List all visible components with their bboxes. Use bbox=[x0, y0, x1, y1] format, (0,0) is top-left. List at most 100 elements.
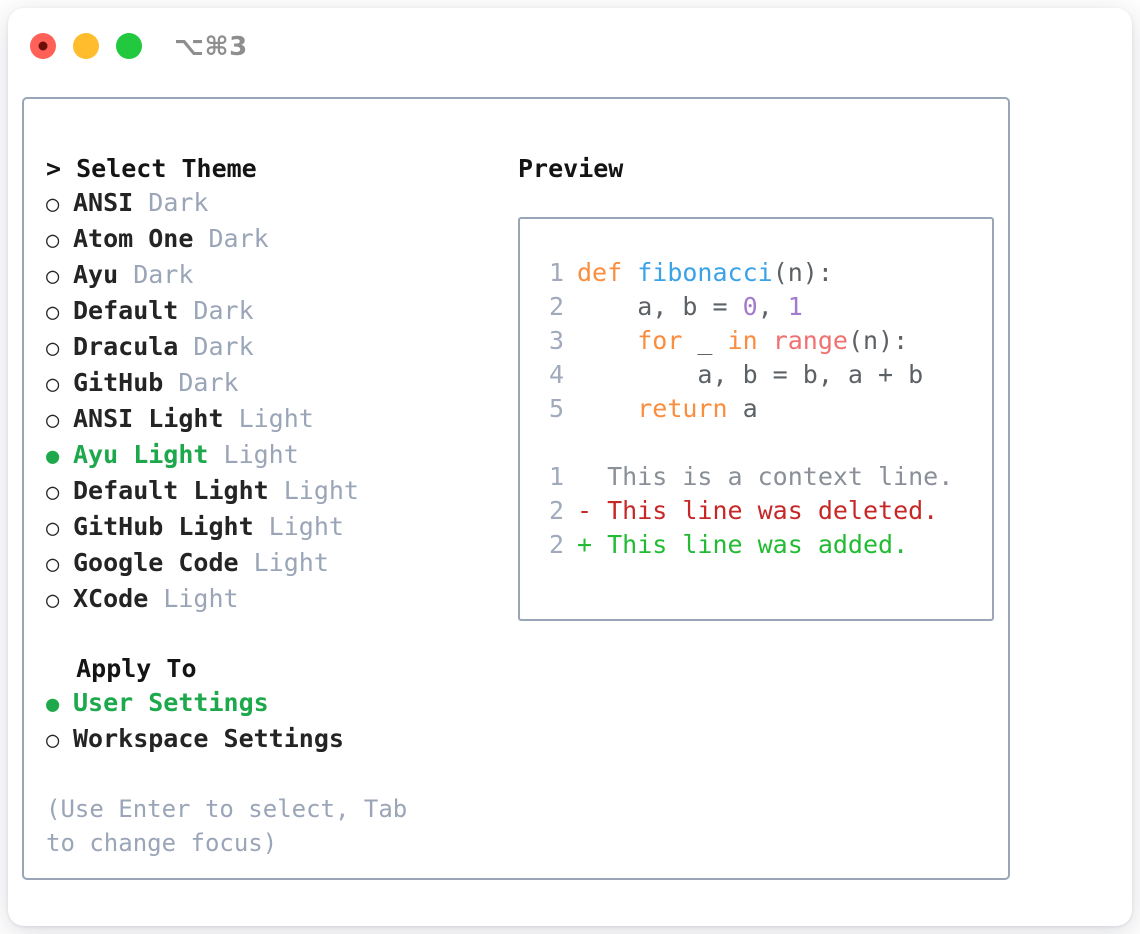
radio-unselected-icon: ○ bbox=[46, 336, 60, 361]
theme-option-github-light[interactable]: ○ GitHub Light Light bbox=[46, 510, 494, 546]
theme-option-default[interactable]: ○Default Dark bbox=[46, 294, 494, 330]
radio-selected-icon: ● bbox=[46, 692, 60, 717]
theme-option-atom-one[interactable]: ○ Atom One Dark bbox=[46, 222, 494, 258]
recording-indicator-icon bbox=[38, 41, 48, 51]
theme-option-ansi-light[interactable]: ○ANSI Light Light bbox=[46, 402, 494, 438]
theme-option-xcode[interactable]: ○XCode Light bbox=[46, 582, 494, 618]
code-token-pl: a, b = b, a + b bbox=[577, 360, 924, 389]
radio-unselected-icon: ○ bbox=[46, 372, 60, 397]
code-token-num: 0 bbox=[742, 292, 758, 321]
code-line: 1 def fibonacci(n): bbox=[532, 256, 992, 290]
code-diff-spacer bbox=[532, 426, 992, 460]
theme-option-dracula[interactable]: ○ Dracula Dark bbox=[46, 330, 494, 366]
theme-option-label: Default bbox=[73, 296, 179, 325]
code-line-number: 4 bbox=[548, 360, 564, 389]
code-line-number: 1 bbox=[548, 258, 564, 287]
code-line-number: 2 bbox=[548, 292, 564, 321]
theme-variant-tag: Dark bbox=[193, 224, 269, 253]
diff-line-text: + This line was added. bbox=[577, 530, 909, 559]
apply-to-option-user-settings[interactable]: ● User Settings bbox=[46, 686, 494, 722]
diff-line-ctx: 1 This is a context line. bbox=[532, 460, 992, 494]
theme-variant-tag: Dark bbox=[118, 260, 194, 289]
code-line: 2 a, b = 0, 1 bbox=[532, 290, 992, 324]
radio-unselected-icon: ○ bbox=[46, 728, 60, 753]
apply-to-option-label: Workspace Settings bbox=[73, 724, 344, 753]
section-spacer bbox=[46, 618, 494, 652]
theme-option-label: XCode bbox=[73, 584, 149, 613]
theme-option-label: Atom One bbox=[73, 224, 194, 253]
code-token-fn: fibonacci bbox=[637, 258, 773, 287]
code-token-punc: (n): bbox=[847, 326, 909, 355]
radio-selected-icon: ● bbox=[46, 444, 60, 469]
diff-line-number: 2 bbox=[548, 530, 564, 559]
radio-unselected-icon: ○ bbox=[46, 192, 60, 217]
radio-unselected-icon: ○ bbox=[46, 480, 60, 505]
app-window: ⌥⌘3 > Select Theme ○ ANSI Dark ○ Atom One D… bbox=[8, 8, 1132, 926]
radio-unselected-icon: ○ bbox=[46, 516, 60, 541]
code-line: 3 for _ in range(n): bbox=[532, 324, 992, 358]
code-token-punc: (n): bbox=[772, 258, 833, 287]
theme-option-label: Google Code bbox=[73, 548, 239, 577]
code-token-pl: a, b = bbox=[577, 292, 743, 321]
radio-unselected-icon: ○ bbox=[46, 264, 60, 289]
theme-variant-tag: Dark bbox=[133, 188, 209, 217]
code-token-pl bbox=[577, 394, 637, 423]
theme-variant-tag: Light bbox=[148, 584, 239, 613]
theme-variant-tag: Light bbox=[223, 404, 314, 433]
apply-to-option-list: ● User Settings ○ Workspace Settings bbox=[46, 686, 494, 758]
theme-variant-tag: Light bbox=[268, 476, 359, 505]
theme-option-google-code[interactable]: ○ Google Code Light bbox=[46, 546, 494, 582]
window-titlebar: ⌥⌘3 bbox=[8, 8, 1132, 86]
apply-to-heading: Apply To bbox=[46, 654, 197, 683]
theme-selection-column: > Select Theme ○ANSI Dark○Atom One Dark○… bbox=[24, 99, 494, 878]
code-line: 5 return a bbox=[532, 392, 992, 426]
keyboard-shortcut-label: ⌥⌘3 bbox=[174, 32, 248, 62]
theme-option-default-light[interactable]: ○Default Light Light bbox=[46, 474, 494, 510]
theme-option-ayu[interactable]: ○ Ayu Dark bbox=[46, 258, 494, 294]
theme-option-label: Ayu Light bbox=[73, 440, 209, 469]
theme-variant-tag: Light bbox=[208, 440, 299, 469]
theme-option-github[interactable]: ○GitHub Dark bbox=[46, 366, 494, 402]
theme-variant-tag: Light bbox=[253, 512, 344, 541]
radio-unselected-icon: ○ bbox=[46, 552, 60, 577]
radio-unselected-icon: ○ bbox=[46, 300, 60, 325]
code-token-kw: in bbox=[727, 326, 758, 355]
minimize-button[interactable] bbox=[73, 33, 99, 59]
diff-line-add: 2 + This line was added. bbox=[532, 528, 992, 562]
theme-option-label: ANSI Light bbox=[73, 404, 224, 433]
theme-variant-tag: Dark bbox=[163, 368, 239, 397]
code-token-pl: , bbox=[757, 292, 788, 321]
diff-line-text: This is a context line. bbox=[577, 462, 954, 491]
theme-option-ayu-light[interactable]: ● Ayu Light Light bbox=[46, 438, 494, 474]
theme-option-label: Dracula bbox=[73, 332, 179, 361]
traffic-light-group bbox=[30, 33, 142, 59]
theme-variant-tag: Dark bbox=[178, 332, 254, 361]
apply-to-option-label: User Settings bbox=[73, 688, 269, 717]
preview-heading: Preview bbox=[518, 154, 624, 183]
diff-sample: 1 This is a context line.2- This line wa… bbox=[532, 460, 992, 562]
code-line-text: a, b = 0, 1 bbox=[577, 290, 803, 324]
theme-option-label: ANSI bbox=[73, 188, 134, 217]
code-token-bi: range bbox=[772, 326, 848, 355]
code-token-kw: return bbox=[637, 394, 728, 423]
code-token-kw: def bbox=[577, 258, 623, 287]
theme-option-label: GitHub Light bbox=[73, 512, 254, 541]
theme-option-ansi[interactable]: ○ ANSI Dark bbox=[46, 186, 494, 222]
main-panel: > Select Theme ○ANSI Dark○Atom One Dark○… bbox=[22, 97, 1010, 880]
diff-line-number: 1 bbox=[548, 462, 564, 491]
code-line-number: 3 bbox=[548, 326, 564, 355]
theme-option-label: Ayu bbox=[73, 260, 119, 289]
maximize-button[interactable] bbox=[116, 33, 142, 59]
apply-to-option-workspace-settings[interactable]: ○ Workspace Settings bbox=[46, 722, 494, 758]
code-token-pl bbox=[577, 326, 637, 355]
radio-unselected-icon: ○ bbox=[46, 228, 60, 253]
select-theme-heading: > Select Theme bbox=[46, 154, 257, 183]
code-line-text: return a bbox=[577, 392, 757, 426]
code-line-number: 5 bbox=[548, 394, 564, 423]
close-button[interactable] bbox=[30, 33, 56, 59]
code-line-text: a, b = b, a + b bbox=[577, 358, 923, 392]
theme-variant-tag: Light bbox=[238, 548, 329, 577]
